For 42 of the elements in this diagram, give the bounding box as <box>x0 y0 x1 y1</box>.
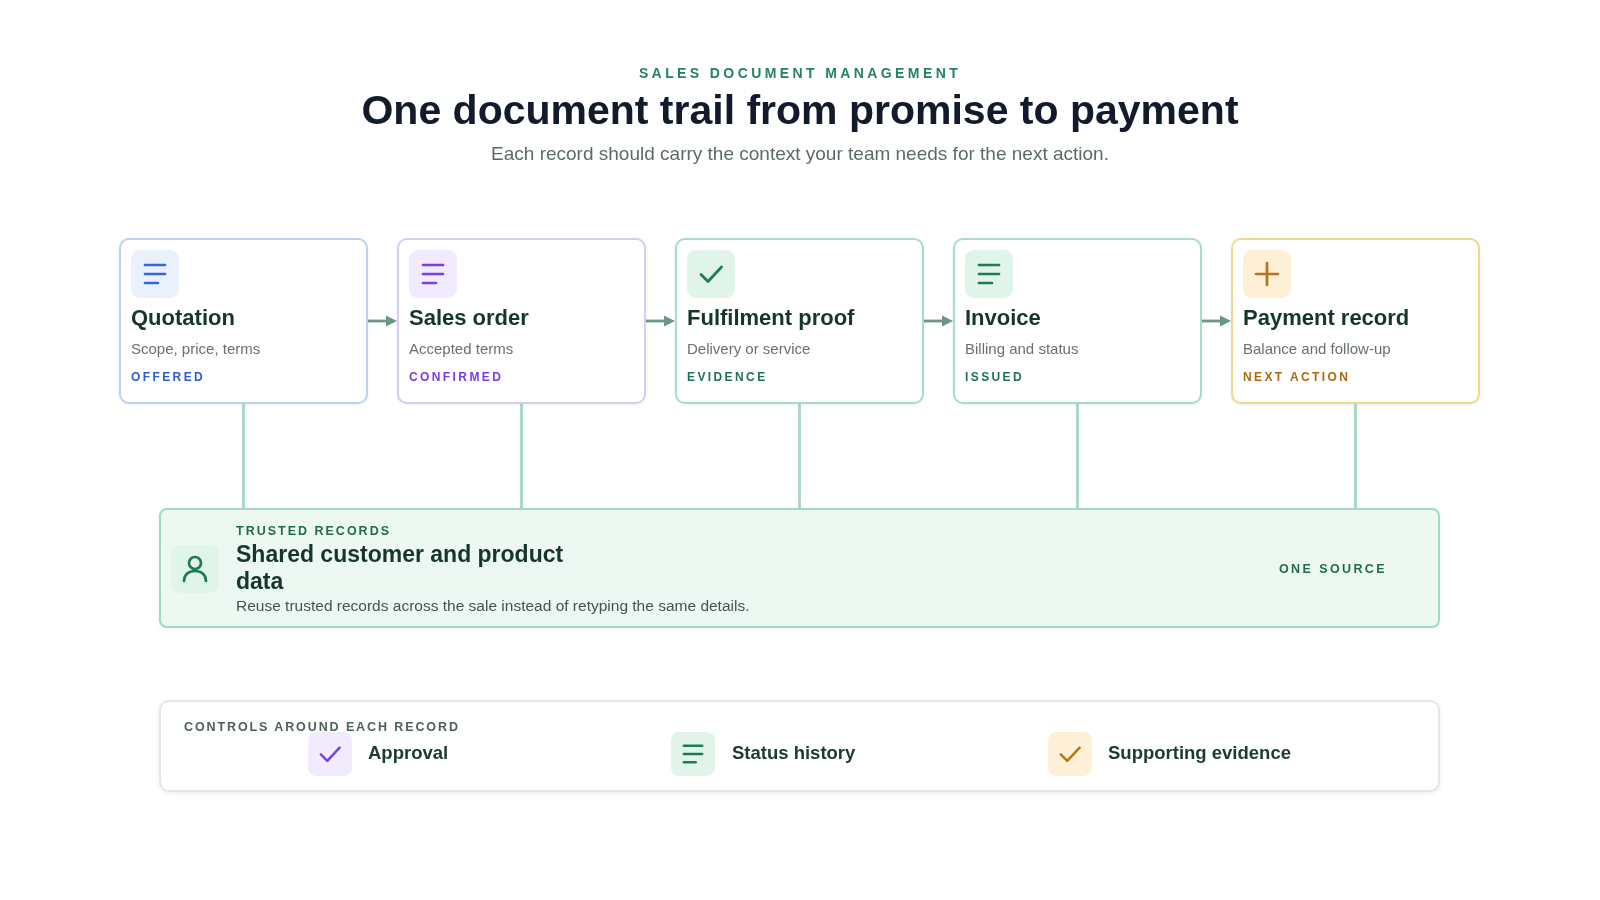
connector-line <box>1354 404 1357 508</box>
status-label: EVIDENCE <box>687 369 768 385</box>
card-description: Delivery or service <box>687 339 811 359</box>
status-label: ISSUED <box>965 369 1025 385</box>
controls-panel <box>159 700 1440 792</box>
eyebrow-label: SALES DOCUMENT MANAGEMENT <box>638 65 962 81</box>
document-card <box>1231 238 1480 404</box>
panel-description: Reuse trusted records across the sale instead of retyping the same details. <box>236 596 750 616</box>
card-title: Fulfilment proof <box>687 305 855 331</box>
control-label: Approval <box>368 742 449 764</box>
section-label: TRUSTED RECORDS <box>236 523 391 539</box>
control-label: Status history <box>732 742 856 764</box>
card-description: Accepted terms <box>409 339 514 359</box>
section-label: CONTROLS AROUND EACH RECORD <box>184 719 460 735</box>
control-label: Supporting evidence <box>1108 742 1291 764</box>
document-card <box>119 238 368 404</box>
shared-data-panel <box>159 508 1440 628</box>
panel-heading: Shared customer and product data <box>236 541 565 595</box>
card-title: Invoice <box>965 305 1041 331</box>
document-card <box>953 238 1202 404</box>
page-title: One document trail from promise to payment <box>361 86 1239 134</box>
tag-label: ONE SOURCE <box>1279 561 1388 577</box>
card-description: Billing and status <box>965 339 1079 359</box>
connector-line <box>1076 404 1079 508</box>
arrow <box>646 315 675 327</box>
card-description: Scope, price, terms <box>131 339 261 359</box>
status-label: CONFIRMED <box>409 369 504 385</box>
arrow <box>924 315 953 327</box>
card-title: Sales order <box>409 305 529 331</box>
connector-line <box>242 404 245 508</box>
arrow <box>1202 315 1231 327</box>
connector-line <box>520 404 523 508</box>
document-card <box>675 238 924 404</box>
status-label: OFFERED <box>131 369 206 385</box>
page-subtitle: Each record should carry the context your team needs for the next action. <box>491 142 1109 166</box>
document-card <box>397 238 646 404</box>
connector-line <box>798 404 801 508</box>
status-label: NEXT ACTION <box>1243 369 1351 385</box>
arrow <box>368 315 397 327</box>
card-description: Balance and follow-up <box>1243 339 1391 359</box>
card-title: Quotation <box>131 305 235 331</box>
card-title: Payment record <box>1243 305 1410 331</box>
